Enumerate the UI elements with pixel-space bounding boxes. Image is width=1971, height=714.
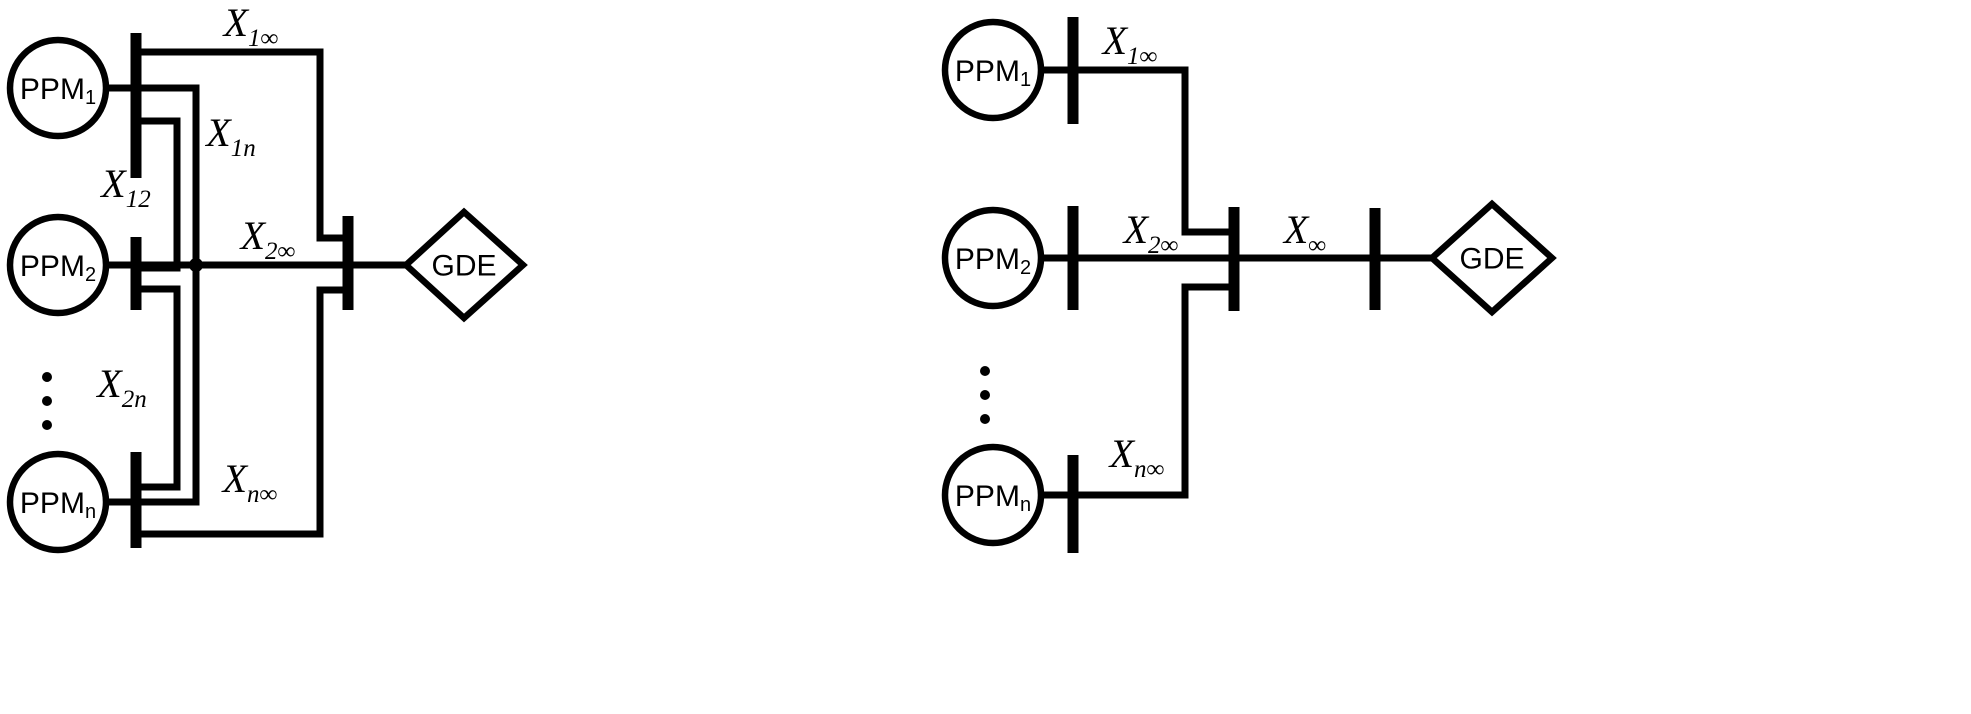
label-xninf-right: Xn∞ [1108,431,1165,483]
node-ppm1-right[interactable] [941,18,1045,122]
node-ppm2-right-label: PPM2 [955,243,1031,280]
label-x2inf: X2∞ [239,213,296,265]
label-x12: X12 [99,161,150,213]
branch-x2n [136,285,181,491]
label-x2inf-right: X2∞ [1122,207,1179,259]
node-ppm2-label: PPM2 [20,250,96,287]
node-gde-right-label: GDE [1459,243,1524,276]
node-gde-left-label: GDE [431,250,496,283]
label-xinf-right: X∞ [1282,207,1326,259]
node-ppmn[interactable] [6,450,110,554]
node-ppmn-label: PPMn [20,487,96,524]
left-diagram: PPM1 PPM2 PPMn GDE X1∞ X1n X12 X2∞ X2n X… [6,0,528,554]
branch-xninf-right [1073,283,1234,499]
branch-x1inf [136,48,348,242]
node-ppm2-right[interactable] [941,206,1045,310]
label-xninf: Xn∞ [221,456,278,508]
label-x1inf-right: X1∞ [1101,18,1158,70]
node-ppmn-right[interactable] [941,443,1045,547]
node-ppmn-right-label: PPMn [955,480,1031,517]
ellipsis-right [980,366,990,424]
label-x1inf: X1∞ [222,0,279,52]
branch-xninf [136,286,348,538]
label-x2n: X2n [95,361,146,413]
node-gde-left[interactable] [401,207,528,323]
ellipsis-left [42,372,52,430]
label-x1n: X1n [204,110,255,162]
node-ppm2[interactable] [6,213,110,317]
branch-x1n [136,84,200,506]
junction-dot-ppm2 [189,258,203,272]
node-ppm1-label: PPM1 [20,73,96,110]
right-diagram: PPM1 PPM2 PPMn GDE X1∞ X2∞ X∞ Xn∞ [941,17,1557,553]
node-ppm1[interactable] [6,36,110,140]
node-ppm1-right-label: PPM1 [955,55,1031,92]
branch-x1inf-right [1073,66,1234,236]
node-gde-right[interactable] [1427,199,1557,317]
